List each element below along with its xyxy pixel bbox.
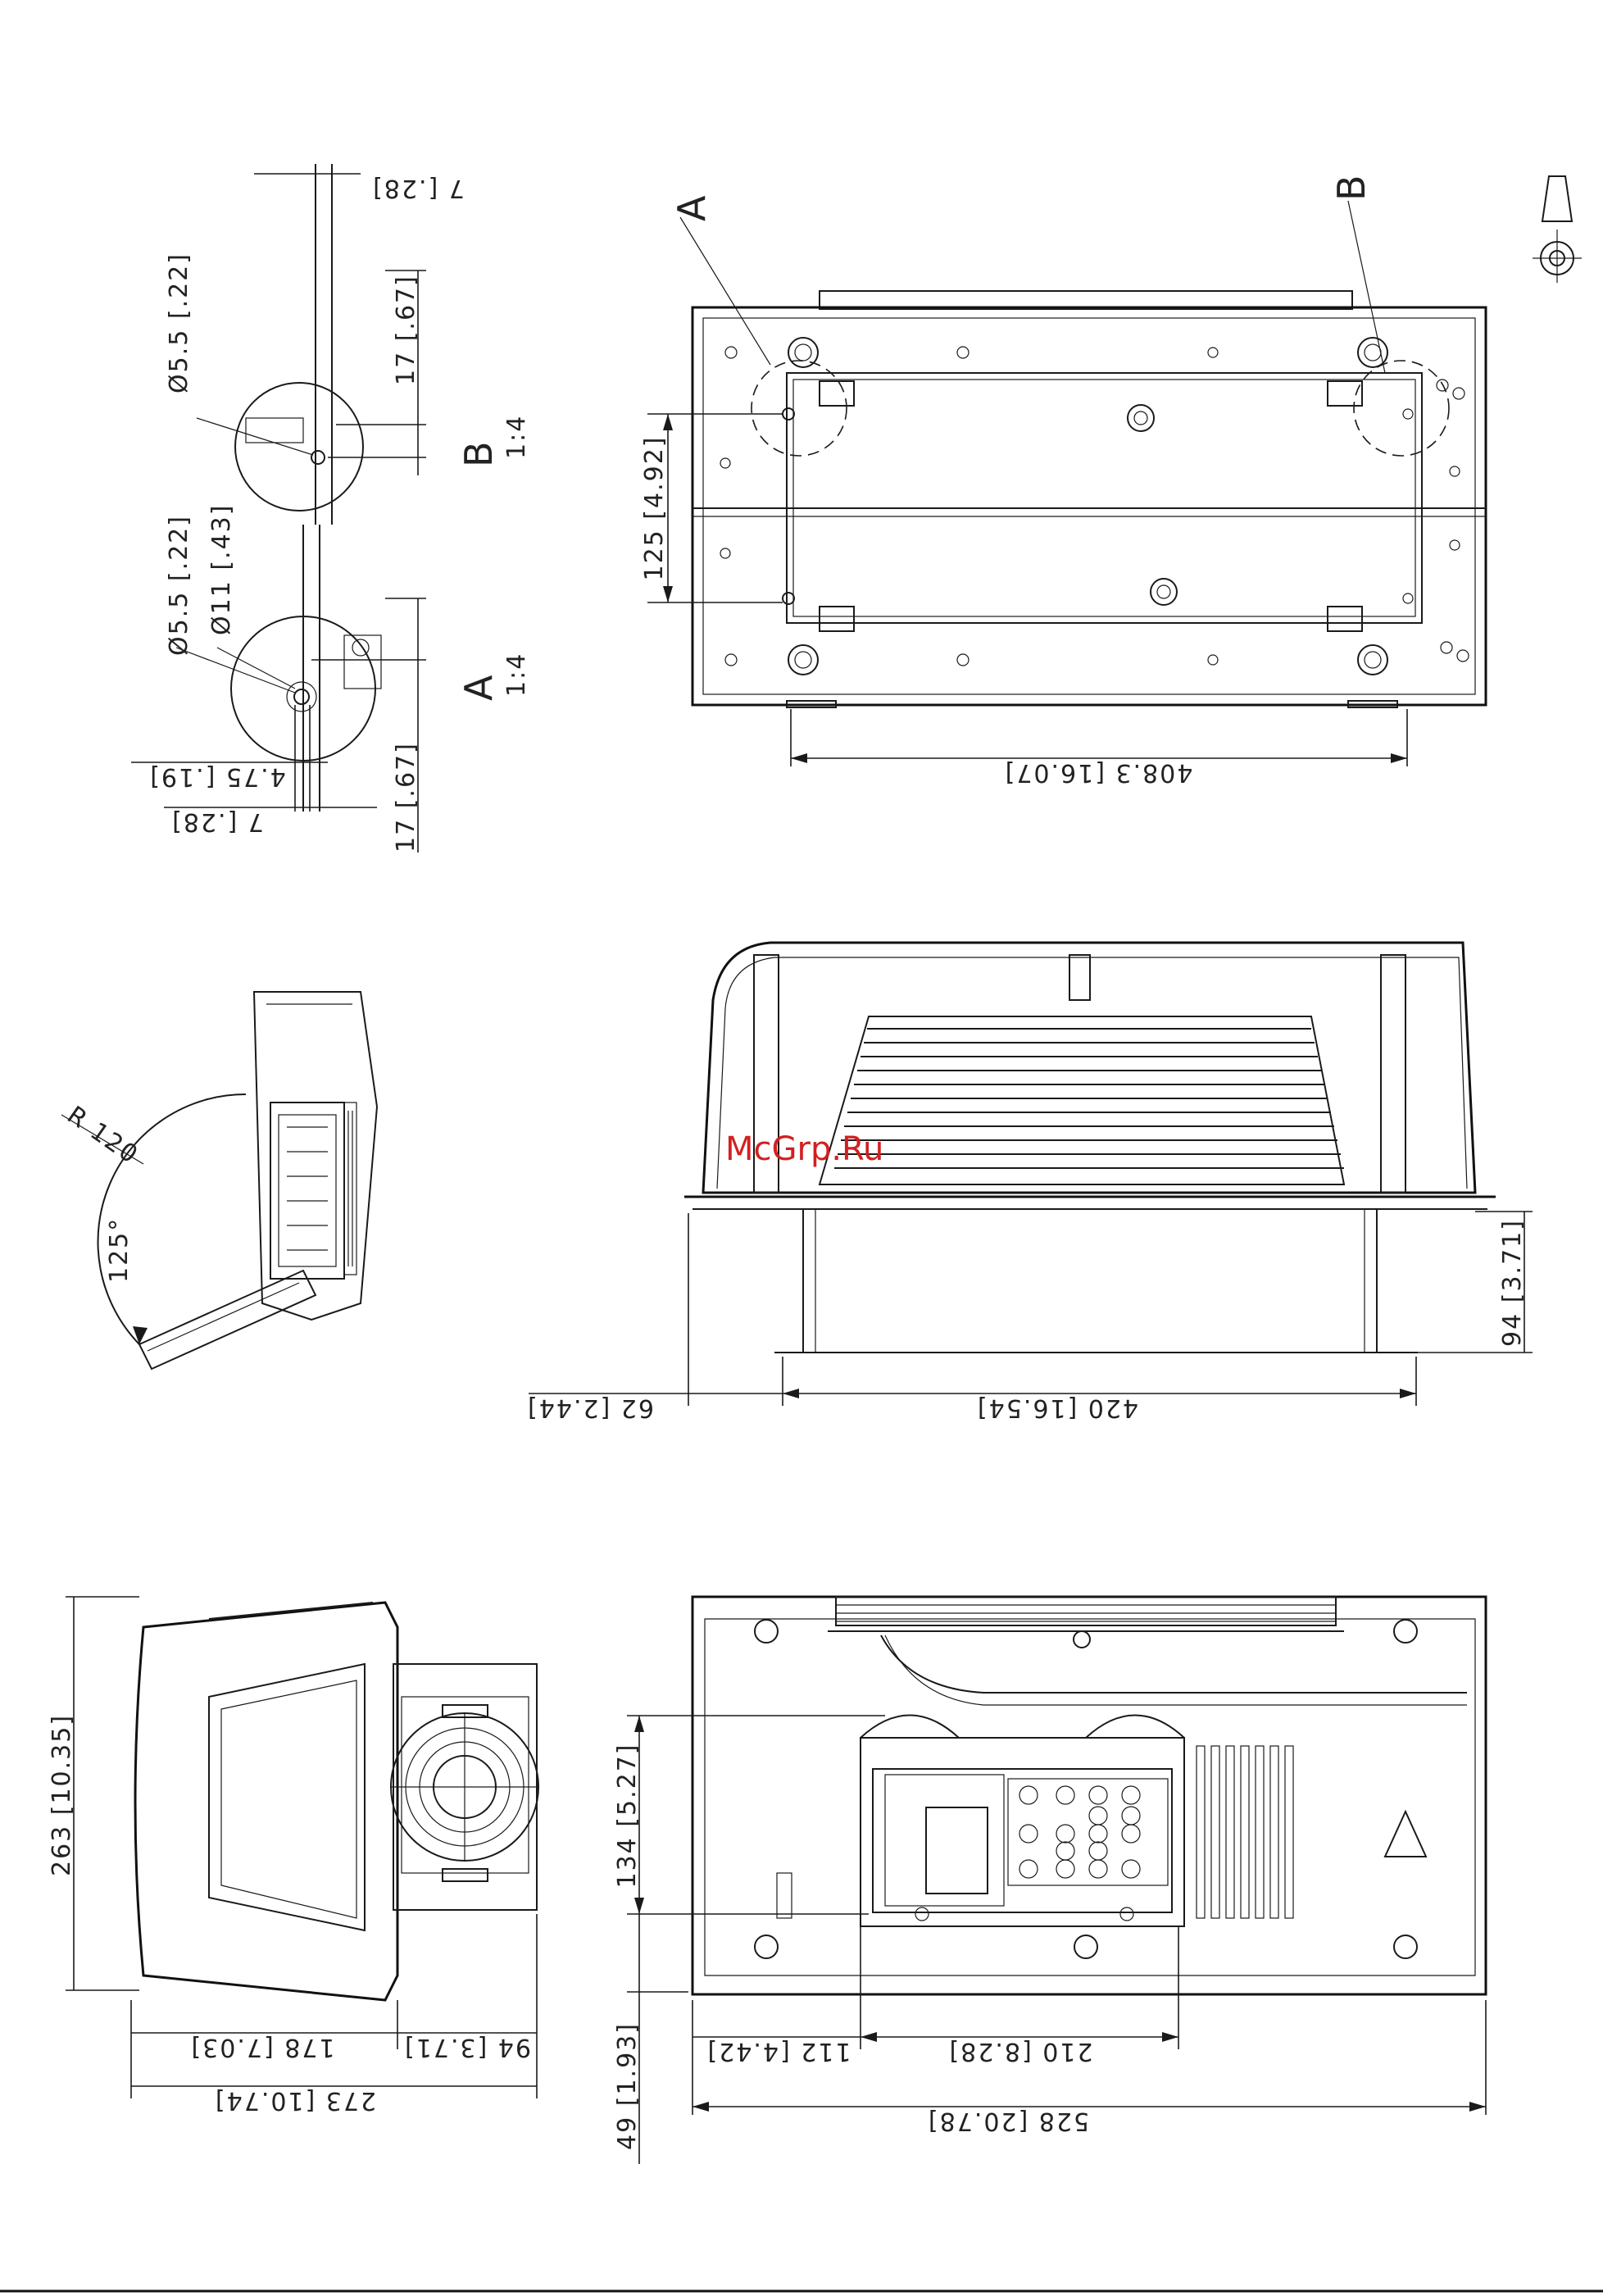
fan-grille-icon bbox=[391, 1713, 538, 1861]
keypad-buttons bbox=[1019, 1786, 1140, 1878]
heatsink-fins bbox=[834, 1029, 1344, 1168]
vent-slots bbox=[1197, 1746, 1293, 1918]
top-view: A B 408.3 [16.07] 125 [4.92] bbox=[640, 175, 1486, 787]
dim-front-base-height: 94 [3.71] bbox=[1498, 1219, 1527, 1347]
detail-a-label: A bbox=[456, 675, 501, 701]
door-radius-label: R 120 bbox=[61, 1101, 143, 1171]
bottom-view: 134 [5.27] 49 [1.93] 112 [4.42] 210 [8.2… bbox=[613, 1597, 1486, 2164]
dim-front-base-width: 420 [16.54] bbox=[976, 1394, 1138, 1422]
dim-side-body-depth: 178 [7.03] bbox=[189, 2033, 334, 2062]
detail-b-scale: 1:4 bbox=[502, 415, 531, 459]
warning-triangle-icon bbox=[1385, 1812, 1426, 1857]
dim-front-left-overhang: 62 [2.44] bbox=[526, 1394, 654, 1422]
dim-bottom-total-width: 528 [20.78] bbox=[927, 2107, 1089, 2135]
dim-bottom-margin: 49 [1.93] bbox=[613, 2022, 642, 2150]
detail-a-callout: A bbox=[670, 195, 714, 221]
dim-top-width: 408.3 [16.07] bbox=[1004, 758, 1193, 787]
dim-top-height: 125 [4.92] bbox=[640, 435, 669, 580]
detail-a-scale: 1:4 bbox=[502, 652, 531, 697]
dim-a-hole: Ø5.5 [.22] bbox=[165, 515, 193, 656]
detail-b-label: B bbox=[456, 441, 501, 467]
dim-side-height: 263 [10.35] bbox=[48, 1714, 76, 1876]
dim-detail-top-offset: 7 [.28] bbox=[371, 174, 465, 202]
front-view: McGrp.Ru 62 [2.44] 420 [16.54] 94 [3.71] bbox=[526, 943, 1533, 1422]
dim-bottom-left-offset: 112 [4.42] bbox=[706, 2037, 851, 2066]
door-angle-label: 125° bbox=[105, 1217, 134, 1283]
dim-a-vertical: 17 [.67] bbox=[392, 742, 420, 852]
side-fins-top bbox=[209, 1603, 373, 1619]
dim-a-offset: 7 [.28] bbox=[170, 807, 264, 836]
dim-a-slot: Ø11 [.43] bbox=[207, 504, 236, 635]
projection-symbol-icon bbox=[1533, 176, 1582, 283]
dim-a-horizontal: 4.75 [.19] bbox=[148, 762, 285, 791]
dim-bottom-panel-width: 210 [8.28] bbox=[947, 2037, 1092, 2066]
watermark: McGrp.Ru bbox=[725, 1130, 883, 1168]
dim-side-total-depth: 273 [10.74] bbox=[214, 2086, 376, 2115]
side-view: 263 [10.35] 178 [7.03] 94 [3.71] 273 [10… bbox=[48, 1597, 538, 2115]
dim-bottom-panel-height: 134 [5.27] bbox=[613, 1743, 642, 1888]
detail-views: 7 [.28] Ø5.5 [.22] 17 [.67] B 1:4 Ø5.5 [… bbox=[131, 164, 531, 852]
dim-b-vertical: 17 [.67] bbox=[392, 275, 420, 385]
dim-b-hole: Ø5.5 [.22] bbox=[165, 252, 193, 393]
dim-side-back-depth: 94 [3.71] bbox=[403, 2033, 531, 2062]
detail-b-callout: B bbox=[1329, 175, 1374, 201]
door-open-view: R 120 125° bbox=[61, 992, 377, 1369]
